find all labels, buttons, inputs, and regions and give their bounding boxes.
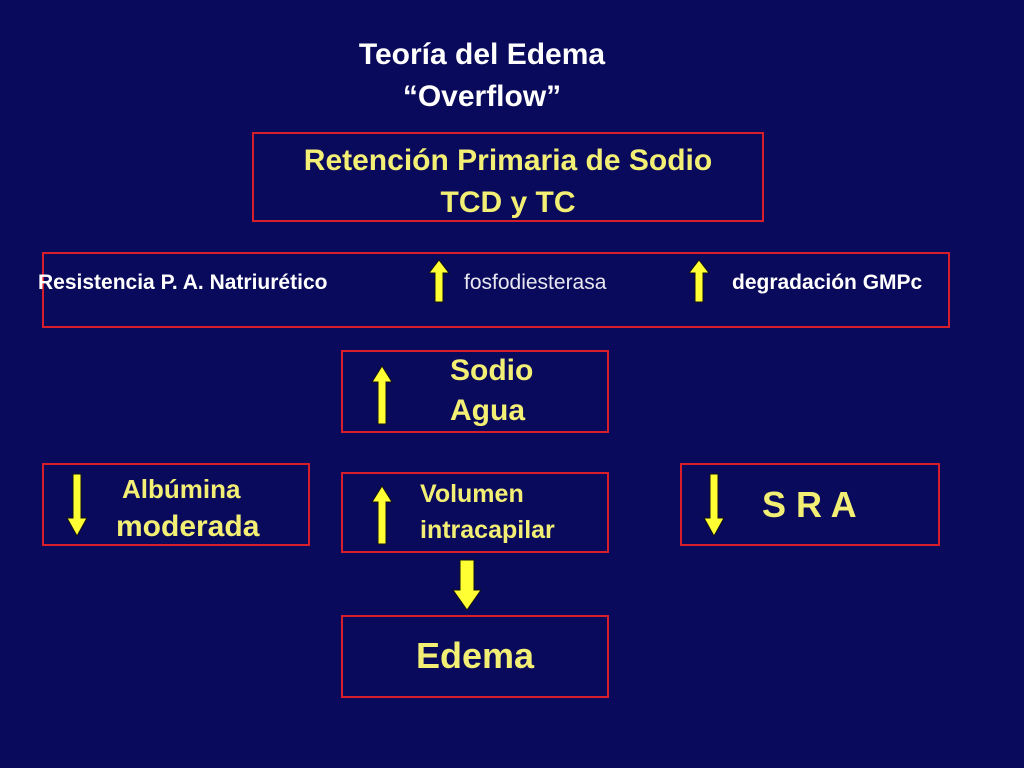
retention-box: Retención Primaria de Sodio TCD y TC — [252, 132, 764, 222]
edema-box: Edema — [341, 615, 609, 698]
mechanism-box — [42, 252, 950, 328]
water-label: Agua — [450, 394, 525, 427]
edema-label: Edema — [415, 635, 535, 676]
albumin-box — [42, 463, 310, 546]
mechanism-item-2: fosfodiesterasa — [464, 271, 607, 294]
down-arrow-icon — [452, 559, 482, 611]
retention-line-2: TCD y TC — [440, 186, 576, 219]
mechanism-item-1: Resistencia P. A. Natriurético — [38, 271, 328, 294]
sodium-label: Sodio — [450, 354, 534, 387]
retention-line-1: Retención Primaria de Sodio — [303, 144, 713, 177]
albumin-label: Albúmina — [122, 474, 241, 504]
sra-box — [680, 463, 940, 546]
sodium-water-box — [341, 350, 609, 433]
title-line-1: Teoría del Edema — [358, 38, 606, 71]
title-line-2: “Overflow” — [402, 80, 562, 113]
up-arrow-icon — [371, 485, 393, 545]
volume-label: Volumen — [420, 480, 524, 508]
up-arrow-icon — [371, 365, 393, 425]
mechanism-item-3: degradación GMPc — [732, 271, 923, 294]
volume-box — [341, 472, 609, 553]
down-arrow-icon — [703, 473, 725, 538]
up-arrow-icon — [427, 259, 451, 303]
intracapillary-label: intracapilar — [420, 516, 555, 544]
down-arrow-icon — [66, 473, 88, 538]
sra-label: S R A — [762, 484, 857, 525]
diagram-title: Teoría del Edema “Overflow” — [262, 34, 702, 118]
up-arrow-icon — [687, 259, 711, 303]
albumin-moderate-label: moderada — [116, 510, 260, 543]
